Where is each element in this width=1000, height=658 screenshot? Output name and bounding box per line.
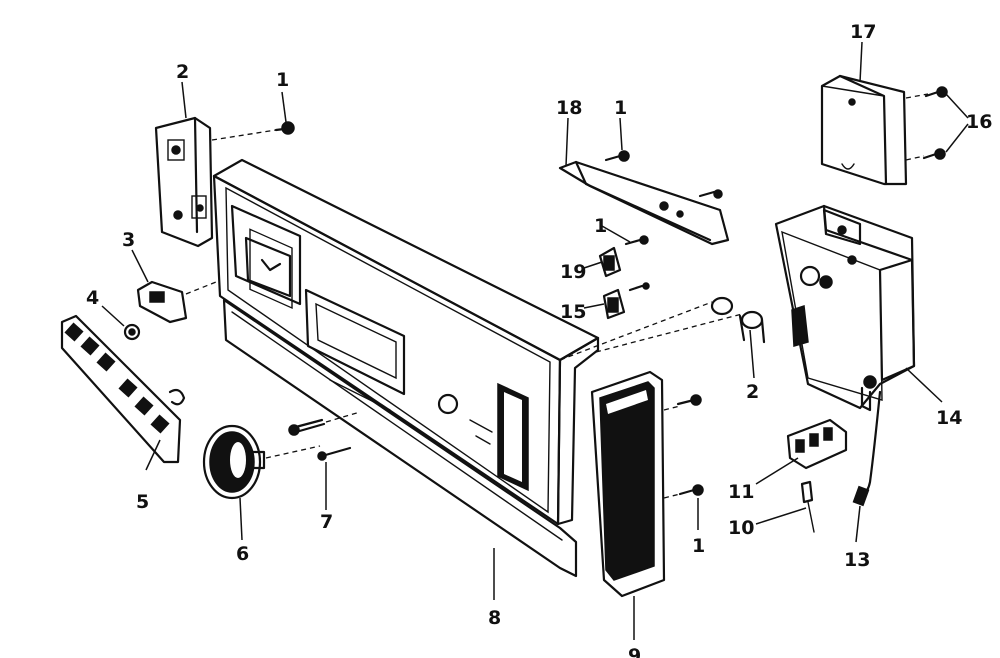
callout-13: 13 xyxy=(844,549,870,571)
part-3-switch xyxy=(136,280,217,324)
callout-8: 8 xyxy=(488,607,501,629)
part-1-screw-lower xyxy=(624,235,649,246)
callout-14: 14 xyxy=(936,407,962,429)
callout-labels: 1 2 3 4 5 6 7 8 9 18 1 1 19 15 2 17 16 1… xyxy=(86,21,992,658)
leader-lines xyxy=(101,41,969,640)
part-16-screws xyxy=(922,86,948,160)
part-13-wire-harness xyxy=(852,390,882,507)
callout-5: 5 xyxy=(136,491,149,513)
part-1-screws-grille xyxy=(663,394,704,499)
part-17-cover xyxy=(820,74,929,186)
callout-4: 4 xyxy=(86,287,99,309)
part-6-knob xyxy=(202,424,321,500)
callout-9: 9 xyxy=(628,645,641,658)
callout-2-right: 2 xyxy=(746,381,759,403)
callout-17: 17 xyxy=(850,21,876,43)
part-14-timer-module xyxy=(774,204,916,412)
part-2-spacers xyxy=(710,296,766,344)
part-9-side-grille xyxy=(590,370,666,598)
part-10-wire-terminal xyxy=(800,480,815,533)
callout-1-lower: 1 xyxy=(594,215,607,237)
part-4-nut xyxy=(123,323,141,341)
part-7-screws xyxy=(288,411,361,461)
callout-1-bracket: 1 xyxy=(614,97,627,119)
part-1-screw-top-left xyxy=(211,121,295,141)
part-1-screw-bracket xyxy=(604,150,630,162)
part-2-end-bracket xyxy=(154,116,214,248)
callout-11: 11 xyxy=(728,481,754,503)
part-18-top-bracket xyxy=(558,160,730,246)
part-15-clip xyxy=(602,282,650,320)
part-8-control-panel xyxy=(212,158,743,578)
part-11-terminal-block xyxy=(786,418,848,470)
callout-2-left: 2 xyxy=(176,61,189,83)
callout-15: 15 xyxy=(560,301,586,323)
callout-1-grille: 1 xyxy=(692,535,705,557)
part-5-button-bar xyxy=(60,314,186,464)
callout-10: 10 xyxy=(728,517,754,539)
callout-16: 16 xyxy=(966,111,992,133)
callout-18: 18 xyxy=(556,97,582,119)
callout-6: 6 xyxy=(236,543,249,565)
part-19-clip xyxy=(598,246,622,278)
callout-1-top-left: 1 xyxy=(276,69,289,91)
callout-7: 7 xyxy=(320,511,333,533)
callout-3: 3 xyxy=(122,229,135,251)
callout-19: 19 xyxy=(560,261,586,283)
